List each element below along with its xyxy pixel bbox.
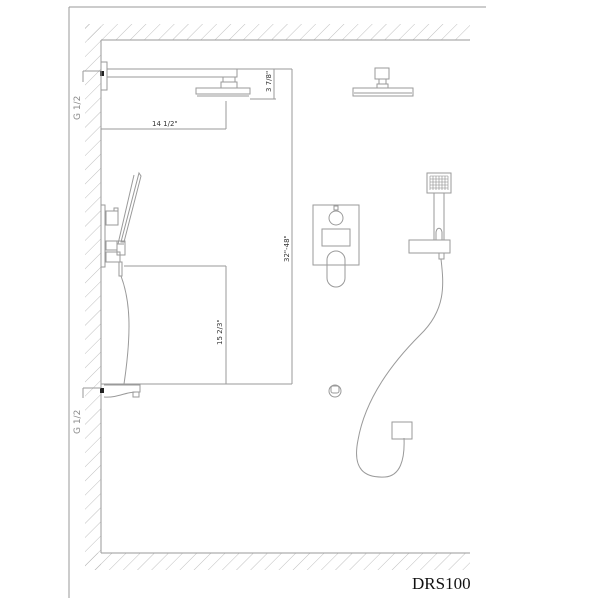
valve-height-dimension: 32"-48" <box>283 69 293 384</box>
shower-hose <box>356 258 444 478</box>
rain-shower-side-view: 3 7/8" 14 1/2" <box>100 61 292 130</box>
model-number: DRS100 <box>412 574 471 593</box>
dim-arm-length: 14 1/2" <box>152 120 178 128</box>
handshower-side-view <box>100 171 142 385</box>
rain-shower-front-view <box>352 67 414 97</box>
dim-showerhead-drop: 3 7/8" <box>265 71 273 92</box>
dim-valve-height: 32"-48" <box>283 235 291 262</box>
top-inlet-g12: G 1/2 <box>73 70 104 120</box>
dim-spout-to-handshower: 15 2/3" <box>216 319 224 345</box>
top-inlet-label: G 1/2 <box>73 96 83 120</box>
bottom-inlet-label: G 1/2 <box>73 410 83 434</box>
drawing-border <box>68 6 486 598</box>
handshower-front-view <box>408 172 452 260</box>
tub-spout-side-view: G 1/2 <box>73 384 141 434</box>
spout-dimension: 15 2/3" <box>101 265 292 385</box>
diverter-valve-trim <box>312 204 360 288</box>
spout-outlet-front <box>328 384 342 398</box>
wall-hatching <box>85 24 470 570</box>
